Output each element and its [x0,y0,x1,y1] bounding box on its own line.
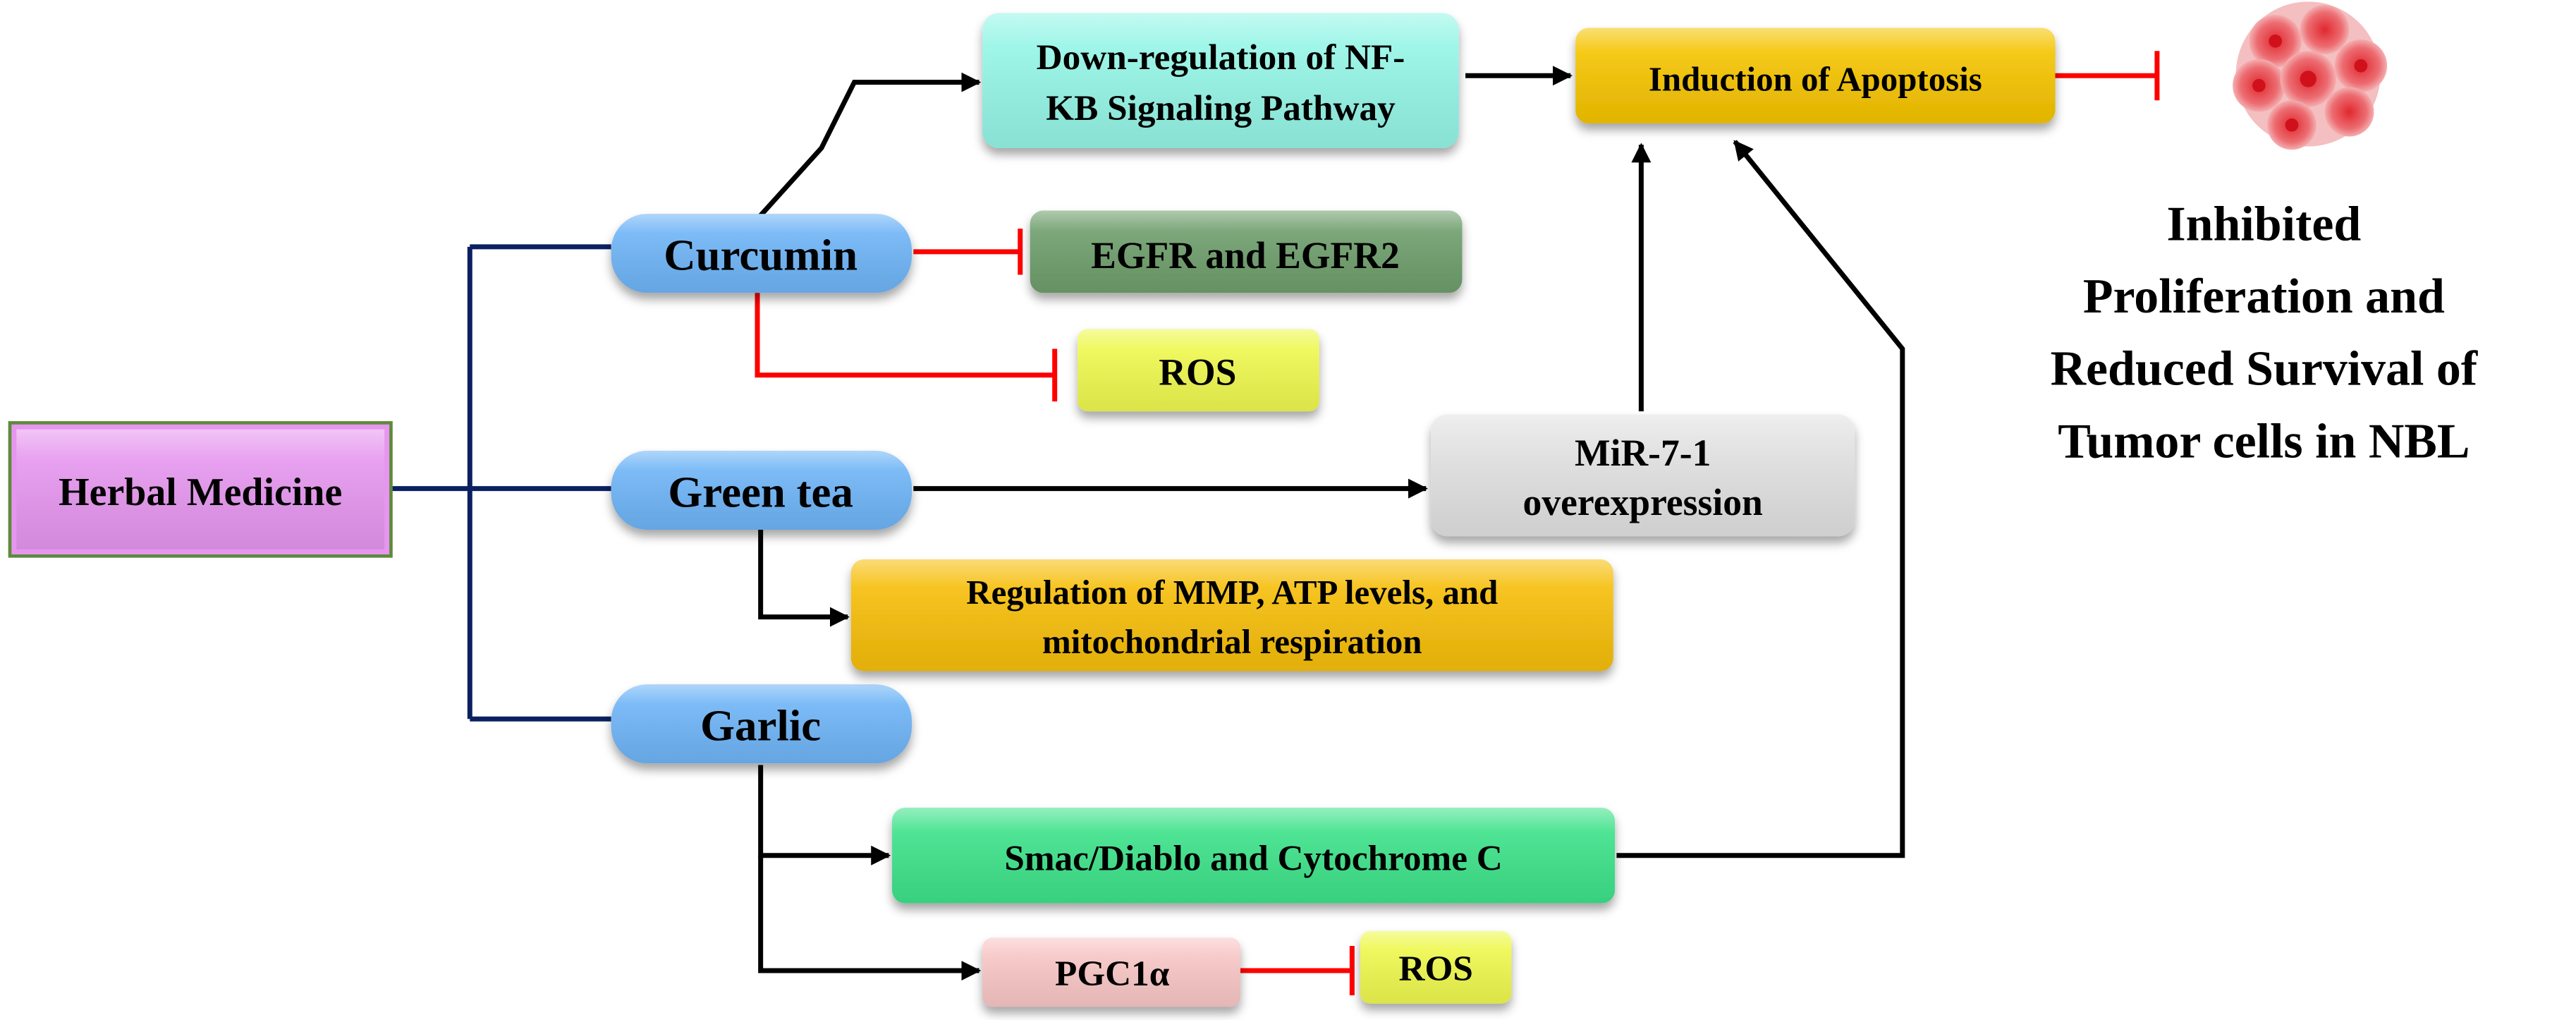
nfkb-label-line2: KB Signaling Pathway [1046,88,1396,128]
activation-edges [757,66,1905,981]
nfkb-label-line1: Down-regulation of NF- [1037,37,1405,78]
herb-node-gloss [611,684,912,764]
outcome-text: Inhibited Proliferation and Reduced Surv… [2051,197,2478,468]
edge-curcumin-nfkb [757,72,982,219]
node-gloss [892,808,1616,904]
root-node-label: Herbal Medicine [59,470,342,514]
smac-label: Smac/Diablo and Cytochrome C [1004,839,1502,879]
edge-garlic-smac [758,765,891,866]
mir-label-line1: MiR-7-1 [1575,432,1711,474]
mir-label-line2: overexpression [1523,481,1763,523]
edge-garlic-pgc [758,855,982,981]
herb-node-gloss [611,451,912,530]
node-gloss [1575,28,2056,123]
herb-node-gloss [611,214,912,293]
root-node-gloss [16,429,385,550]
root-node-herbal-medicine[interactable]: Herbal Medicine [8,421,393,558]
herb-label-garlic: Garlic [700,700,821,750]
tumor-cells-icon [2233,1,2388,150]
outcome-line3: Reduced Survival of [2051,342,2478,396]
node-ros-curcumin[interactable] [1078,329,1319,412]
node-mir[interactable] [1431,414,1855,537]
outcome-line1: Inhibited [2166,197,2361,251]
node-nfkb[interactable] [982,13,1459,148]
mmp-label-line1: Regulation of MMP, ATP levels, and [966,573,1498,612]
node-gloss [1431,414,1855,537]
herb-node-curcumin[interactable] [611,214,912,293]
apoptosis-label: Induction of Apoptosis [1649,59,1982,98]
node-gloss [1030,210,1463,293]
mmp-label-line2: mitochondrial respiration [1042,622,1422,661]
node-mmp[interactable] [850,559,1613,672]
inhibition-edges [755,51,2160,996]
node-ros-garlic[interactable] [1360,931,1512,1004]
tree-connectors [391,244,611,722]
node-gloss [1360,931,1512,1004]
node-smac[interactable] [892,808,1616,904]
node-egfr[interactable] [1030,210,1463,293]
node-gloss [982,937,1240,1007]
node-gloss [1078,329,1319,412]
pgc-label: PGC1α [1055,954,1170,994]
herb-label-green-tea: Green tea [668,467,853,516]
node-gloss [982,13,1459,148]
herb-node-green-tea[interactable] [611,451,912,530]
edge-greentea-mmp [758,529,850,627]
edge-smac-apoptosis [1616,140,1905,858]
node-pgc[interactable] [982,937,1240,1007]
herb-label-curcumin: Curcumin [664,230,857,279]
ros2-label: ROS [1398,949,1472,989]
outcome-line4: Tumor cells in NBL [2058,414,2470,468]
node-gloss [850,559,1613,672]
node-apoptosis[interactable] [1575,28,2056,123]
outcome-line2: Proliferation and [2083,269,2445,324]
ros1-label: ROS [1159,351,1236,394]
egfr-label: EGFR and EGFR2 [1091,234,1400,277]
herb-node-garlic[interactable] [611,684,912,764]
edge-curcumin-ros [755,293,1055,378]
